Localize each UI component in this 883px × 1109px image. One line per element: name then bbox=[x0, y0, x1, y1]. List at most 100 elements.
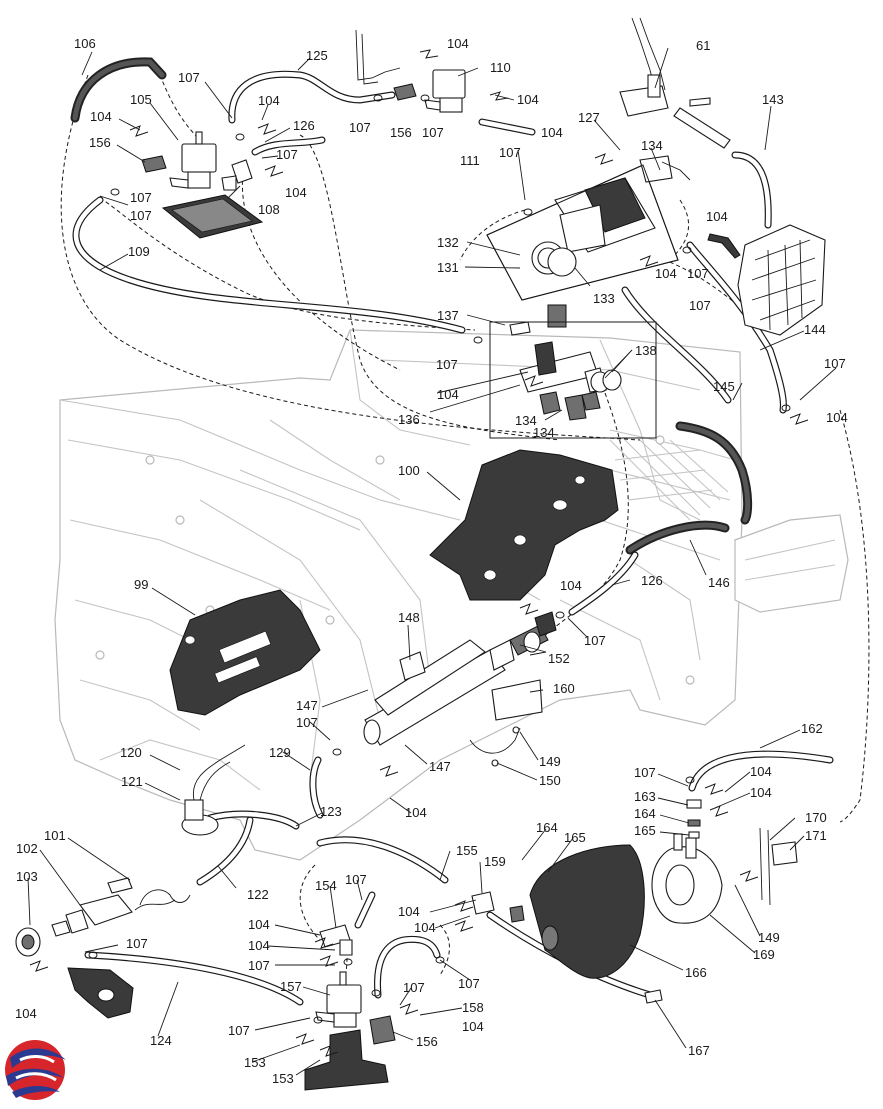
label-107: 107 bbox=[178, 70, 200, 85]
inset-box-127 bbox=[486, 164, 679, 301]
label-153: 153 bbox=[272, 1071, 294, 1086]
bracket-153 bbox=[304, 1029, 389, 1091]
fitting-156a bbox=[141, 155, 167, 173]
boiler-cover-166 bbox=[529, 844, 645, 979]
label-147: 147 bbox=[429, 759, 451, 774]
label-104: 104 bbox=[248, 938, 270, 953]
label-137: 137 bbox=[437, 308, 459, 323]
label-106: 106 bbox=[74, 36, 96, 51]
label-160: 160 bbox=[553, 681, 575, 696]
label-127: 127 bbox=[578, 110, 600, 125]
label-104: 104 bbox=[826, 410, 848, 425]
label-104: 104 bbox=[447, 36, 469, 51]
solenoid-valve-105 bbox=[169, 131, 217, 189]
valve-assembly-136 bbox=[509, 304, 622, 421]
inset-box-137 bbox=[489, 321, 657, 439]
label-107: 107 bbox=[436, 357, 458, 372]
label-136: 136 bbox=[398, 412, 420, 427]
tee-fitting-108 bbox=[221, 159, 253, 191]
label-171: 171 bbox=[805, 828, 827, 843]
brand-logo-icon bbox=[5, 1040, 66, 1100]
label-107: 107 bbox=[130, 190, 152, 205]
fitting-103 bbox=[15, 927, 41, 957]
boiler-169 bbox=[651, 833, 723, 924]
label-104: 104 bbox=[405, 805, 427, 820]
label-122: 122 bbox=[247, 887, 269, 902]
label-129: 129 bbox=[269, 745, 291, 760]
label-163: 163 bbox=[634, 789, 656, 804]
label-107: 107 bbox=[276, 147, 298, 162]
label-156: 156 bbox=[89, 135, 111, 150]
label-150: 150 bbox=[539, 773, 561, 788]
label-164: 164 bbox=[536, 820, 558, 835]
label-104: 104 bbox=[15, 1006, 37, 1021]
label-107: 107 bbox=[584, 633, 606, 648]
label-105: 105 bbox=[130, 92, 152, 107]
label-101: 101 bbox=[44, 828, 66, 843]
label-148: 148 bbox=[398, 610, 420, 625]
label-156: 156 bbox=[416, 1034, 438, 1049]
label-102: 102 bbox=[16, 841, 38, 856]
label-121: 121 bbox=[121, 774, 143, 789]
label-166: 166 bbox=[685, 965, 707, 980]
heater-148 bbox=[363, 611, 557, 746]
label-104: 104 bbox=[750, 785, 772, 800]
label-134: 134 bbox=[533, 425, 555, 440]
label-107: 107 bbox=[126, 936, 148, 951]
label-124: 124 bbox=[150, 1033, 172, 1048]
label-144: 144 bbox=[804, 322, 826, 337]
label-104: 104 bbox=[706, 209, 728, 224]
label-104: 104 bbox=[655, 266, 677, 281]
label-107: 107 bbox=[403, 980, 425, 995]
label-104: 104 bbox=[462, 1019, 484, 1034]
clip-144 bbox=[707, 233, 741, 259]
label-107: 107 bbox=[689, 298, 711, 313]
seals-and-clips bbox=[29, 49, 809, 1057]
label-157: 157 bbox=[280, 979, 302, 994]
plate-160 bbox=[491, 679, 543, 721]
label-164: 164 bbox=[634, 806, 656, 821]
label-104: 104 bbox=[437, 387, 459, 402]
label-104: 104 bbox=[248, 917, 270, 932]
label-156: 156 bbox=[390, 125, 412, 140]
machine-frame bbox=[54, 329, 849, 861]
label-107: 107 bbox=[130, 208, 152, 223]
pressure-switch-121 bbox=[181, 744, 246, 836]
label-149: 149 bbox=[539, 754, 561, 769]
label-149: 149 bbox=[758, 930, 780, 945]
label-133: 133 bbox=[593, 291, 615, 306]
label-138: 138 bbox=[635, 343, 657, 358]
label-155: 155 bbox=[456, 843, 478, 858]
housing-100 bbox=[429, 449, 619, 601]
label-131: 131 bbox=[437, 260, 459, 275]
label-146: 146 bbox=[708, 575, 730, 590]
label-107: 107 bbox=[634, 765, 656, 780]
label-99: 99 bbox=[134, 577, 148, 592]
label-107: 107 bbox=[228, 1023, 250, 1038]
brew-unit-127 bbox=[486, 155, 691, 301]
label-107: 107 bbox=[296, 715, 318, 730]
drip-tray-143 bbox=[737, 224, 826, 336]
label-123: 123 bbox=[320, 804, 342, 819]
label-145: 145 bbox=[713, 379, 735, 394]
label-104: 104 bbox=[90, 109, 112, 124]
label-107: 107 bbox=[248, 958, 270, 973]
label-104: 104 bbox=[258, 93, 280, 108]
label-107: 107 bbox=[499, 145, 521, 160]
label-107: 107 bbox=[458, 976, 480, 991]
fitting-156b bbox=[393, 83, 417, 101]
pump-101 bbox=[51, 877, 191, 937]
label-152: 152 bbox=[548, 651, 570, 666]
label-162: 162 bbox=[801, 721, 823, 736]
tee-fitting-154 bbox=[319, 924, 353, 956]
solenoid-valve-157 bbox=[315, 971, 362, 1028]
label-147: 147 bbox=[296, 698, 318, 713]
label-126: 126 bbox=[641, 573, 663, 588]
label-104: 104 bbox=[414, 920, 436, 935]
leader-lines bbox=[27, 47, 837, 1076]
label-159: 159 bbox=[484, 854, 506, 869]
label-104: 104 bbox=[750, 764, 772, 779]
label-153: 153 bbox=[244, 1055, 266, 1070]
label-100: 100 bbox=[398, 463, 420, 478]
